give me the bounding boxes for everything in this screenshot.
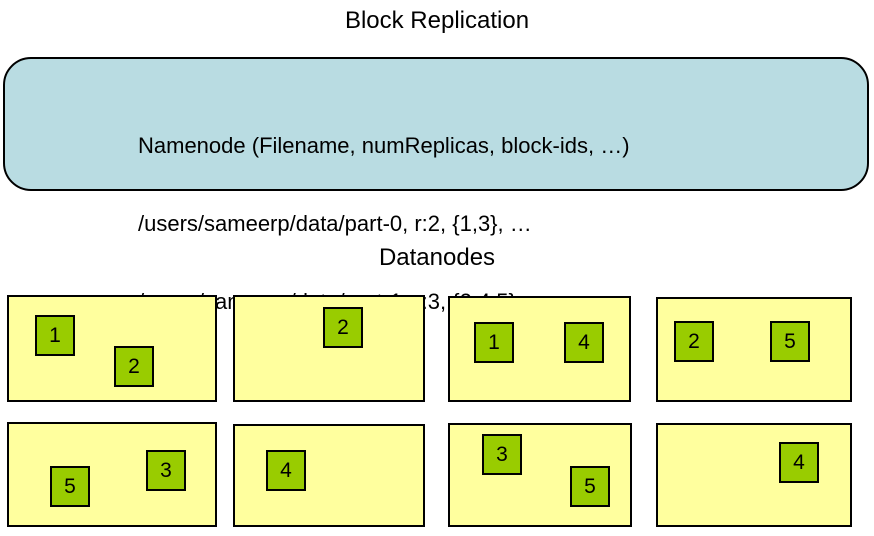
block-label: 3 (496, 442, 508, 466)
diagram-title: Block Replication (344, 7, 530, 34)
block-2: 2 (674, 321, 714, 362)
block-label: 2 (688, 329, 700, 353)
block-label: 2 (337, 315, 349, 339)
block-label: 4 (578, 330, 590, 354)
block-5: 5 (570, 466, 610, 507)
block-4: 4 (779, 442, 819, 483)
block-label: 5 (64, 474, 76, 498)
namenode-line-2: /users/sameerp/data/part-0, r:2, {1,3}, … (138, 211, 532, 236)
block-label: 5 (784, 329, 796, 353)
block-label: 1 (49, 323, 61, 347)
block-1: 1 (35, 315, 75, 356)
block-5: 5 (770, 321, 810, 362)
datanode-8: 4 (656, 423, 852, 527)
namenode-box: Namenode (Filename, numReplicas, block-i… (3, 57, 869, 314)
block-4: 4 (564, 322, 604, 363)
block-label: 1 (488, 330, 500, 354)
datanode-6: 4 (233, 424, 425, 527)
block-label: 4 (280, 458, 292, 482)
block-label: 3 (160, 458, 172, 482)
block-3: 3 (146, 450, 186, 491)
block-3: 3 (482, 434, 522, 475)
datanode-2: 2 (233, 295, 425, 402)
block-label: 5 (584, 474, 596, 498)
block-2: 2 (114, 346, 154, 387)
block-1: 1 (474, 322, 514, 363)
block-5: 5 (50, 466, 90, 507)
block-4: 4 (266, 450, 306, 491)
block-label: 4 (793, 450, 805, 474)
namenode-line-1: Namenode (Filename, numReplicas, block-i… (138, 133, 630, 158)
block-2: 2 (323, 307, 363, 348)
datanodes-heading: Datanodes (378, 244, 496, 271)
block-label: 2 (128, 354, 140, 378)
